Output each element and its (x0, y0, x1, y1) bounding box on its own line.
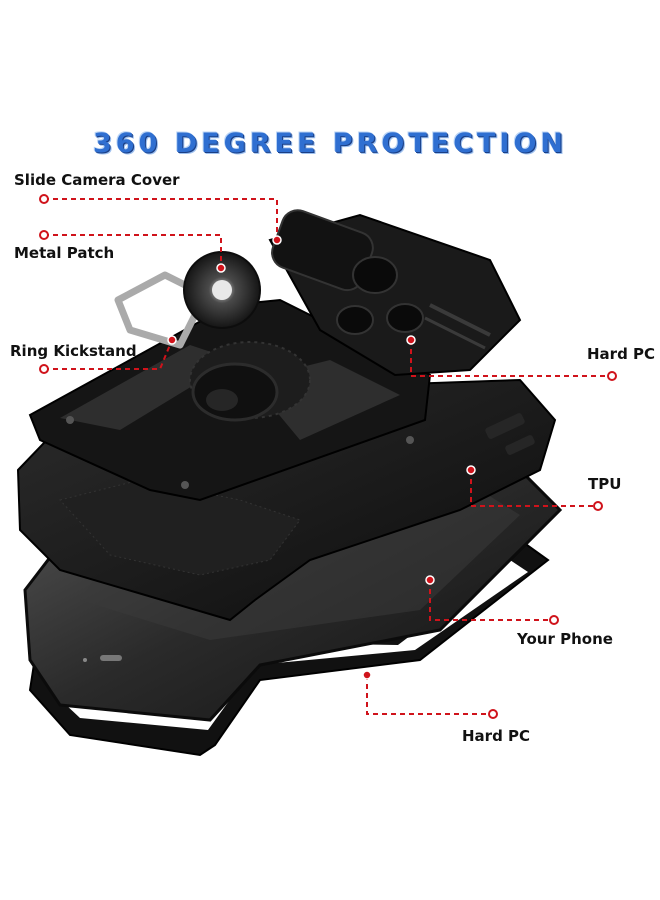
frame-screw (181, 481, 189, 489)
camera-cover-emboss (429, 303, 491, 337)
camera-lens-hole (386, 303, 424, 333)
label-hard-pc-bottom: Hard PC (462, 727, 531, 745)
label-hard-pc-top: Hard PC (587, 345, 656, 363)
callout-filled-dot (406, 335, 416, 345)
metal-patch-center (212, 280, 232, 300)
callout-line-camera-cover (44, 198, 278, 240)
phone-port (100, 655, 122, 661)
callout-markers (39, 194, 617, 719)
tpu-side-button (505, 435, 535, 455)
callout-line-metal-patch (44, 234, 222, 268)
callout-line-tpu (470, 470, 598, 507)
hard-pc-frame-cutout (60, 345, 235, 430)
callout-open-dot (488, 709, 498, 719)
label-slide-camera-cover: Slide Camera Cover (14, 171, 180, 189)
label-your-phone: Your Phone (517, 630, 613, 648)
callout-open-dot (607, 371, 617, 381)
callout-filled-dot (362, 670, 372, 680)
callout-line-your-phone (429, 580, 554, 621)
kickstand-knob (206, 389, 238, 411)
frame-screw (66, 416, 74, 424)
callout-open-dot (549, 615, 559, 625)
camera-lens-hole (352, 256, 398, 294)
label-ring-kickstand: Ring Kickstand (10, 342, 137, 360)
callout-open-dot (39, 230, 49, 240)
callout-open-dot (593, 501, 603, 511)
callout-open-dot (39, 194, 49, 204)
callout-line-ring-kickstand (44, 339, 173, 370)
callout-line-hard-pc-bottom (366, 675, 493, 715)
tpu-grip-texture (59, 479, 301, 576)
kickstand-slot (191, 362, 279, 422)
phone-speaker-dot (83, 658, 87, 662)
callout-lines (44, 198, 612, 715)
label-metal-patch: Metal Patch (14, 244, 115, 262)
callout-open-dot (39, 364, 49, 374)
callout-filled-dot (216, 263, 226, 273)
frame-screw (406, 436, 414, 444)
ring-kickstand-loop (114, 271, 209, 349)
tpu-side-button (485, 413, 525, 439)
callout-filled-dot (272, 235, 282, 245)
camera-lens-hole (336, 305, 374, 335)
callout-filled-dot (167, 335, 177, 345)
camera-cover-emboss (424, 316, 486, 350)
callout-filled-dot (466, 465, 476, 475)
callout-line-hard-pc-top (410, 340, 612, 377)
diagram-title: 360 DEGREE PROTECTION (92, 128, 568, 159)
label-tpu: TPU (588, 475, 622, 493)
callout-filled-dot (425, 575, 435, 585)
